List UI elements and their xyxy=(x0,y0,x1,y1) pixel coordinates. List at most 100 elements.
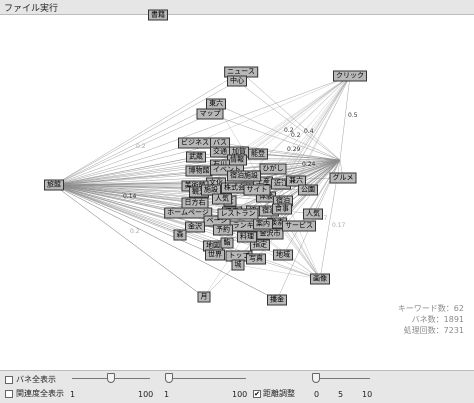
keyword-node[interactable]: 人気 xyxy=(212,193,232,205)
edge xyxy=(53,170,200,186)
edge-label: 0.2 xyxy=(291,132,301,139)
keyword-node[interactable]: 世界 xyxy=(205,249,225,261)
relevance-threshold-slider[interactable] xyxy=(165,373,246,384)
edge xyxy=(53,184,228,244)
keyword-node[interactable]: クリック xyxy=(333,70,367,82)
menu-run[interactable]: 実行 xyxy=(40,4,59,14)
keyword-node[interactable]: グルメ xyxy=(329,172,357,184)
edge xyxy=(222,75,351,231)
edge xyxy=(53,184,205,298)
keyword-node[interactable]: 播金 xyxy=(267,294,287,306)
keyword-node[interactable]: 指定 xyxy=(250,239,270,251)
edge xyxy=(195,156,341,161)
edge xyxy=(215,103,341,161)
keyword-node[interactable]: 能登 xyxy=(248,148,268,160)
edge xyxy=(236,75,351,161)
keyword-node[interactable]: 書籍 xyxy=(148,9,168,21)
edge xyxy=(53,184,284,256)
slider3-mid: 5 xyxy=(338,390,344,399)
edge-label: 0.2 xyxy=(284,127,294,134)
spring-count: バネ数：1891 xyxy=(411,315,464,324)
edge xyxy=(53,71,242,186)
keyword-node[interactable]: 料理 xyxy=(237,231,257,243)
keyword-node[interactable]: 画像 xyxy=(310,273,330,285)
spring-all-checkbox[interactable] xyxy=(5,376,13,384)
edge xyxy=(53,184,196,187)
slider-track xyxy=(316,378,370,379)
edge xyxy=(312,159,341,215)
edge xyxy=(53,159,238,186)
spring-length-slider[interactable] xyxy=(72,373,150,384)
keyword-node[interactable]: 人気 xyxy=(303,208,323,220)
slider-thumb[interactable] xyxy=(312,373,320,383)
edge xyxy=(257,153,341,161)
distance-slider[interactable] xyxy=(312,373,370,384)
slider-track xyxy=(166,378,246,379)
slider1-min: 1 xyxy=(70,390,76,399)
slider3-max: 10 xyxy=(362,390,373,399)
edge xyxy=(219,142,341,161)
keyword-node[interactable]: 食事 xyxy=(272,203,292,215)
iteration-count: 処理回数：7231 xyxy=(403,326,464,335)
edge xyxy=(282,159,341,202)
slider-thumb[interactable] xyxy=(107,373,115,383)
edge-label: 0.14 xyxy=(123,193,137,200)
edge xyxy=(255,159,341,260)
edge-label: 0.29 xyxy=(287,146,301,153)
keyword-node[interactable]: 兼六 xyxy=(286,175,306,187)
keyword-node[interactable]: 案内 xyxy=(253,218,273,230)
edge-label: 0.2 xyxy=(130,228,140,235)
menu-bar: ファイル 実行 xyxy=(0,0,474,15)
edge xyxy=(238,75,351,153)
edge xyxy=(209,113,341,161)
keyword-node[interactable]: レストラン xyxy=(217,208,259,220)
keyword-node[interactable]: 金沢 xyxy=(185,221,205,233)
keyword-node[interactable]: 施設 xyxy=(201,184,221,196)
edge xyxy=(265,75,351,198)
keyword-node[interactable]: 写真 xyxy=(246,253,266,265)
keyword-node[interactable]: ホームページ xyxy=(164,207,212,219)
keyword-node[interactable]: 地域 xyxy=(273,249,293,261)
auto-adjust-checkbox[interactable]: ✔ xyxy=(253,390,261,398)
keyword-node[interactable]: 武蔵 xyxy=(186,151,206,163)
edge xyxy=(53,103,217,186)
menu-file[interactable]: ファイル xyxy=(4,4,41,14)
keyword-node[interactable]: 宿泊施設 xyxy=(227,170,261,182)
edge xyxy=(236,80,341,161)
edge-label: 0.2 xyxy=(136,143,146,150)
keyword-node[interactable]: 公園 xyxy=(298,184,318,196)
relevance-all-checkbox[interactable] xyxy=(5,390,13,398)
spring-all-label: バネ全表示 xyxy=(16,375,56,384)
keyword-node[interactable]: 月 xyxy=(197,291,211,303)
keyword-graph[interactable]: 0.50.20.20.290.240.40.140.170.170.20.2 書… xyxy=(0,9,474,370)
edge xyxy=(255,258,321,280)
edge-label: 0.5 xyxy=(348,112,358,119)
slider2-max: 100 xyxy=(232,390,248,399)
keyword-node[interactable]: 鮨 xyxy=(220,237,234,249)
edge-label: 0.24 xyxy=(302,161,316,168)
edge xyxy=(53,184,283,210)
keyword-node[interactable]: 城 xyxy=(231,259,245,271)
slider1-max: 100 xyxy=(138,390,154,399)
keyword-node[interactable]: 森 xyxy=(173,229,187,241)
edge-label: 0.4 xyxy=(304,128,314,135)
stats-panel: キーワード数：62 バネ数：1891 処理回数：7231 xyxy=(398,303,464,336)
keyword-node[interactable]: 旅館 xyxy=(44,179,64,191)
keyword-node[interactable]: 中心 xyxy=(227,75,247,87)
keyword-node[interactable]: 博物館 xyxy=(185,165,213,177)
keyword-node[interactable]: 予約 xyxy=(213,224,233,236)
keyword-node[interactable]: ビジネス xyxy=(178,137,212,149)
edge xyxy=(237,264,321,280)
slider3-min: 0 xyxy=(314,390,320,399)
keyword-node[interactable]: マップ xyxy=(196,108,224,120)
keyword-node[interactable]: ひがし xyxy=(259,163,287,175)
slider-thumb[interactable] xyxy=(165,373,174,383)
edge xyxy=(53,184,284,202)
edge xyxy=(281,75,351,210)
edge xyxy=(53,151,240,186)
slider2-min: 1 xyxy=(164,390,170,399)
edge xyxy=(256,189,321,280)
edge xyxy=(53,156,197,186)
keyword-node[interactable]: サービス xyxy=(282,220,316,232)
keyword-node[interactable]: サイト xyxy=(243,184,271,196)
